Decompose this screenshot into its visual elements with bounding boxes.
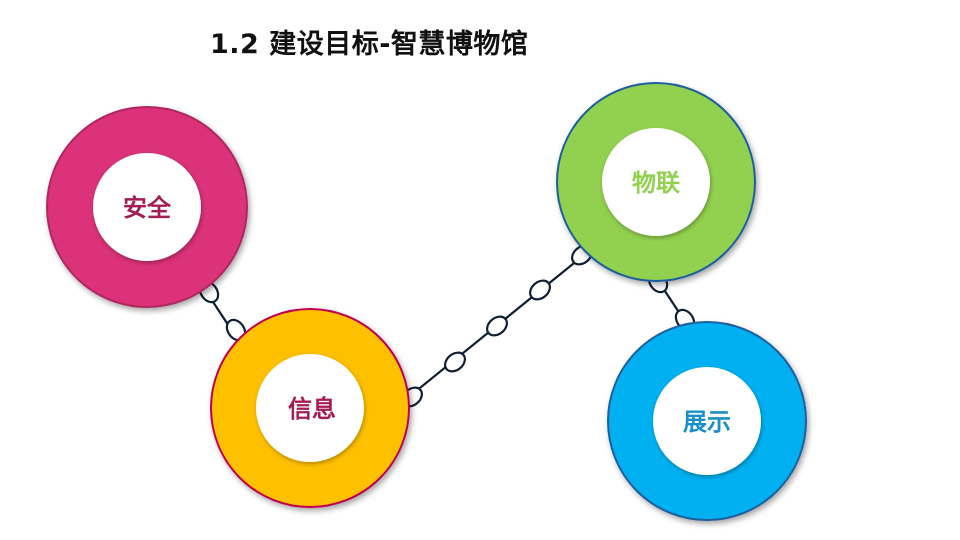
node-safety-label: 安全 (123, 194, 172, 222)
node-display-center (653, 367, 761, 475)
node-info: 信息 (210, 308, 410, 508)
node-iot: 物联 (556, 82, 756, 282)
node-display-label: 展示 (683, 408, 731, 436)
node-info-center (256, 354, 364, 462)
node-iot-label: 物联 (632, 169, 680, 197)
chain-info-iot (401, 244, 593, 408)
node-iot-center (602, 128, 710, 236)
node-display: 展示 (607, 321, 807, 521)
slide-title: 1.2 建设目标-智慧博物馆 (210, 29, 529, 60)
node-info-label: 信息 (288, 395, 336, 423)
node-safety-center (93, 153, 201, 261)
node-safety: 安全 (46, 106, 248, 308)
